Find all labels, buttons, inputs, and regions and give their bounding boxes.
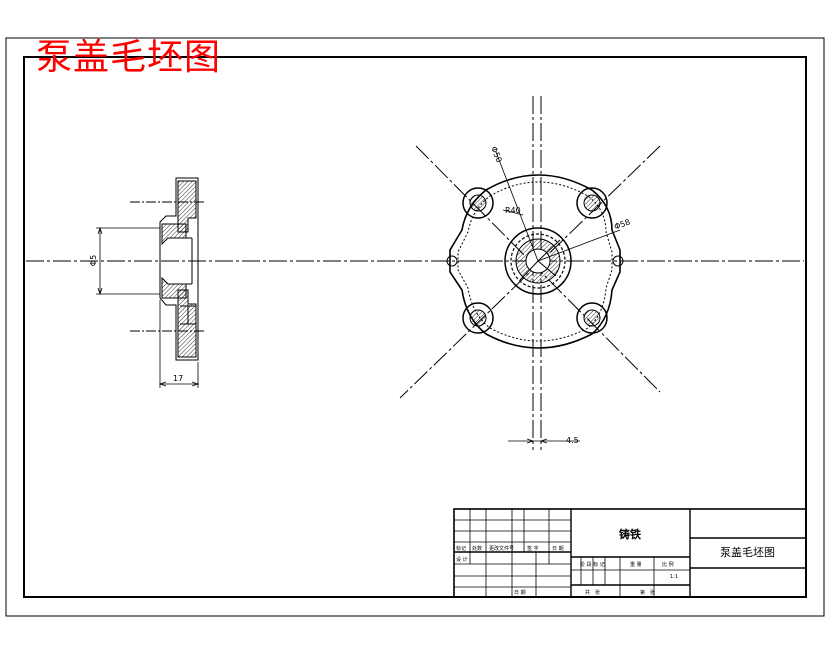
weight-label: 重 量	[630, 562, 642, 568]
title-block-material: 铸铁	[619, 528, 641, 541]
col-header-date: 日 期	[552, 546, 564, 552]
col-header-sign: 签 字	[527, 546, 539, 552]
title-block	[453, 508, 807, 598]
dimension-r40: R40	[505, 206, 521, 215]
ratio-label: 比 例	[662, 562, 674, 568]
side-section-view	[130, 177, 204, 361]
drawing-title: 泵盖毛坯图	[36, 37, 222, 78]
dimension-4-5: 4.5	[566, 436, 579, 445]
outer-border	[5, 37, 825, 617]
dimension-dia-side: Φ5	[89, 254, 99, 267]
col-header-file: 更改文件号	[489, 546, 515, 552]
row-date: 日 期	[514, 590, 526, 596]
total-sheets: 共 张	[585, 590, 601, 596]
inner-frame	[23, 56, 807, 598]
col-header-count: 处数	[472, 546, 483, 552]
dimension-17: 17	[173, 374, 184, 383]
stage-marks: 阶 段 标 记	[580, 562, 605, 568]
side-length-dimension	[158, 300, 200, 388]
col-header-mark: 标记	[456, 546, 467, 552]
front-dimension-lines	[495, 151, 621, 444]
scale-value: 1:1	[670, 574, 679, 580]
row-design: 设 计	[456, 557, 468, 563]
title-block-part-name: 泵盖毛坯图	[720, 546, 775, 559]
side-diameter-dimension	[96, 226, 160, 296]
front-view	[399, 96, 661, 450]
sheet-number: 第 张	[640, 590, 656, 596]
